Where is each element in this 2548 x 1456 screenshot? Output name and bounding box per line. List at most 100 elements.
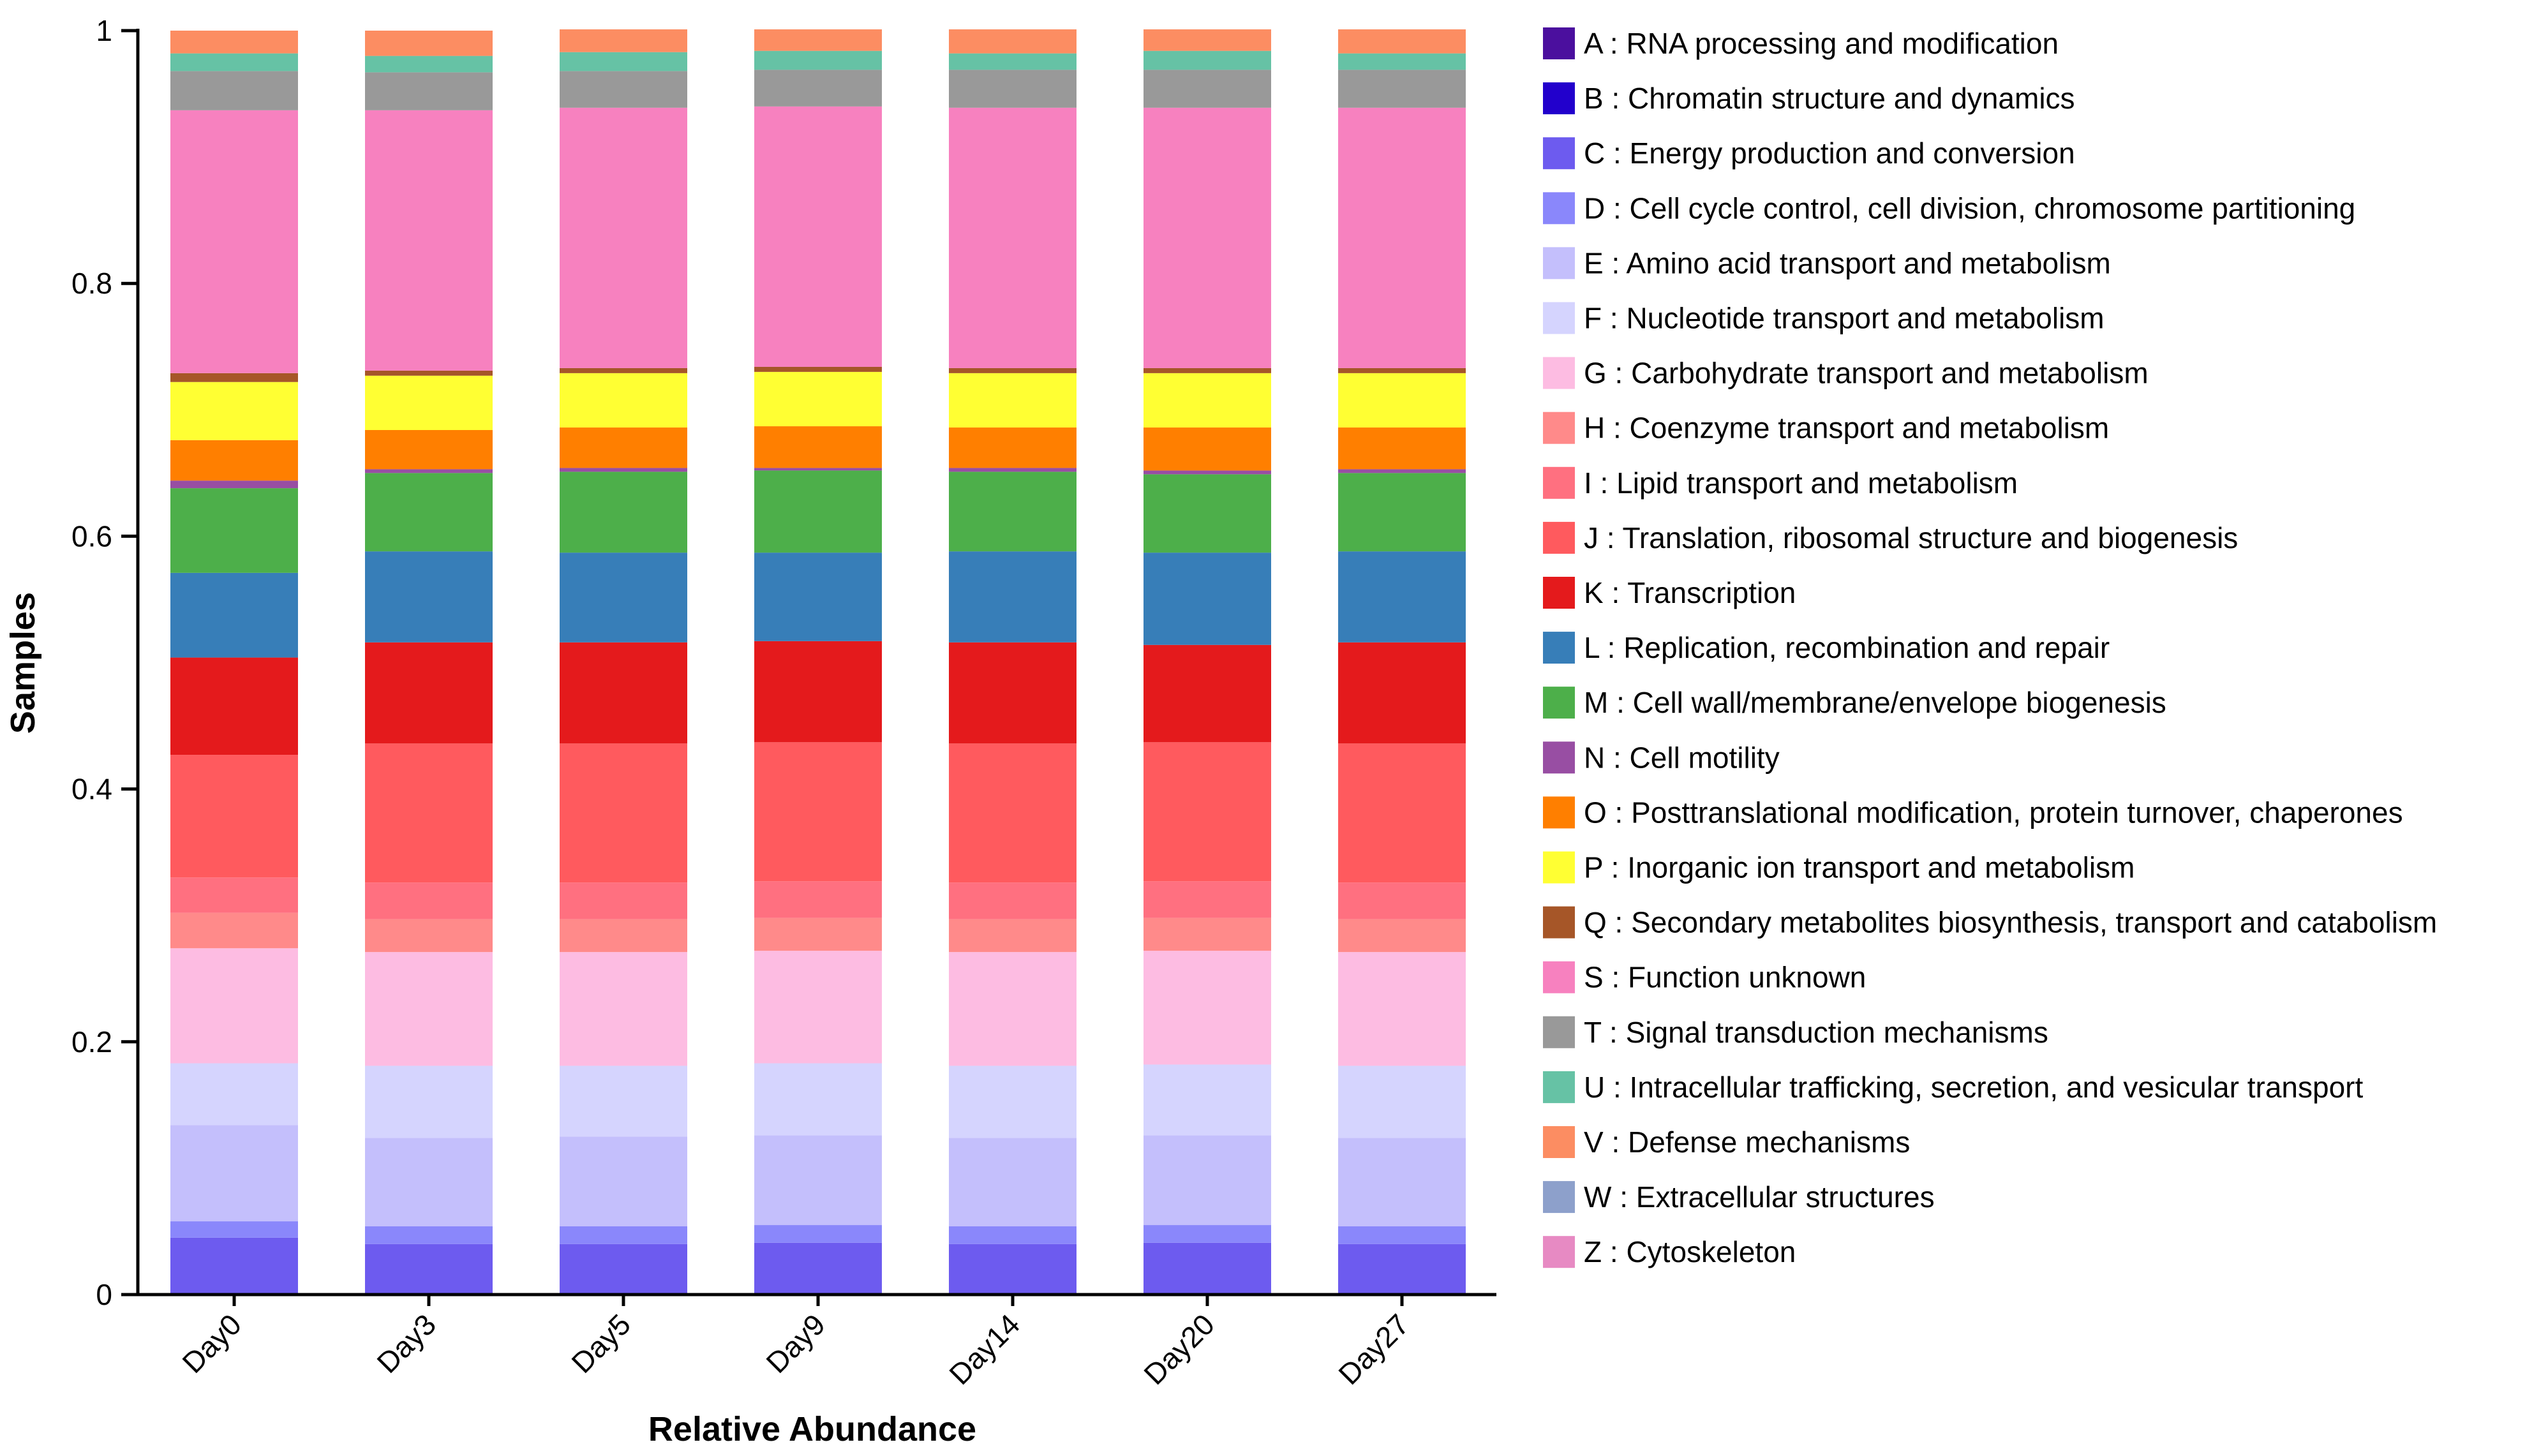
bar-segment-q-day5 bbox=[560, 368, 687, 373]
legend-swatch bbox=[1543, 632, 1575, 664]
bar-segment-m-day0 bbox=[170, 488, 298, 573]
bar-segment-u-day14 bbox=[949, 53, 1077, 70]
bar-segment-i-day20 bbox=[1144, 881, 1271, 918]
y-tick-label: 0 bbox=[96, 1278, 112, 1311]
bar-segment-v-day9 bbox=[754, 29, 882, 51]
bar-segment-s-day27 bbox=[1338, 107, 1466, 368]
bar-segment-d-day14 bbox=[949, 1226, 1077, 1244]
legend-label: Q : Secondary metabolites biosynthesis, … bbox=[1584, 906, 2437, 939]
bar-segment-t-day0 bbox=[170, 71, 298, 110]
bar-segment-s-day9 bbox=[754, 106, 882, 367]
bar-segment-t-day9 bbox=[754, 70, 882, 107]
bar-segment-l-day3 bbox=[365, 551, 493, 643]
bar-segment-c-day14 bbox=[949, 1244, 1077, 1295]
bar-segment-d-day0 bbox=[170, 1221, 298, 1238]
bar-segment-d-day20 bbox=[1144, 1225, 1271, 1243]
legend-label: U : Intracellular trafficking, secretion… bbox=[1584, 1071, 2363, 1104]
x-tick-label: Day3 bbox=[370, 1307, 442, 1379]
legend-swatch bbox=[1543, 82, 1575, 115]
y-tick-label: 1 bbox=[96, 14, 112, 47]
y-tick-label: 0.6 bbox=[71, 519, 112, 553]
x-tick-label: Day0 bbox=[175, 1307, 248, 1379]
bar-segment-i-day5 bbox=[560, 882, 687, 919]
legend-label: H : Coenzyme transport and metabolism bbox=[1584, 412, 2109, 445]
bar-segment-v-day20 bbox=[1144, 29, 1271, 51]
legend-item: C : Energy production and conversion bbox=[1543, 137, 2075, 170]
bar-segment-l-day27 bbox=[1338, 551, 1466, 643]
bar-segment-p-day27 bbox=[1338, 373, 1466, 428]
bar-segment-s-day20 bbox=[1144, 107, 1271, 368]
legend-label: N : Cell motility bbox=[1584, 741, 1780, 774]
bar-segment-e-day14 bbox=[949, 1138, 1077, 1227]
bar-segment-k-day20 bbox=[1144, 644, 1271, 743]
bar-stack-day0 bbox=[170, 31, 298, 1295]
bar-segment-k-day3 bbox=[365, 642, 493, 744]
bar-segment-l-day9 bbox=[754, 553, 882, 641]
legend-label: G : Carbohydrate transport and metabolis… bbox=[1584, 357, 2149, 390]
bar-segment-q-day0 bbox=[170, 373, 298, 382]
bar-segment-p-day3 bbox=[365, 375, 493, 430]
legend-item: N : Cell motility bbox=[1543, 741, 1780, 774]
bar-segment-p-day5 bbox=[560, 373, 687, 428]
x-tick-label: Day5 bbox=[565, 1307, 637, 1379]
bar-segment-k-day27 bbox=[1338, 642, 1466, 744]
bar-segment-u-day0 bbox=[170, 53, 298, 71]
bar-segment-f-day9 bbox=[754, 1063, 882, 1136]
bar-segment-j-day9 bbox=[754, 742, 882, 882]
bar-segment-i-day27 bbox=[1338, 882, 1466, 919]
bar-segment-n-day0 bbox=[170, 480, 298, 489]
legend-label: E : Amino acid transport and metabolism bbox=[1584, 246, 2111, 279]
legend-label: A : RNA processing and modification bbox=[1584, 27, 2059, 60]
legend-swatch bbox=[1543, 466, 1575, 499]
legend-label: B : Chromatin structure and dynamics bbox=[1584, 82, 2075, 115]
bar-segment-m-day3 bbox=[365, 473, 493, 552]
bar-segment-e-day20 bbox=[1144, 1135, 1271, 1226]
bar-segment-l-day5 bbox=[560, 553, 687, 643]
legend-label: W : Extracellular structures bbox=[1584, 1180, 1935, 1214]
bar-segment-c-day0 bbox=[170, 1237, 298, 1295]
bar-segment-s-day5 bbox=[560, 107, 687, 368]
legend-swatch bbox=[1543, 851, 1575, 884]
bar-segment-n-day9 bbox=[754, 468, 882, 471]
legend-swatch bbox=[1543, 357, 1575, 389]
x-tick-label: Day14 bbox=[942, 1307, 1026, 1391]
bar-segment-i-day0 bbox=[170, 877, 298, 913]
bar-segment-n-day3 bbox=[365, 469, 493, 473]
y-tick-label: 0.4 bbox=[71, 773, 112, 806]
bar-segment-h-day14 bbox=[949, 919, 1077, 953]
legend-item: T : Signal transduction mechanisms bbox=[1543, 1016, 2048, 1049]
legend-label: F : Nucleotide transport and metabolism bbox=[1584, 302, 2105, 335]
bar-segment-v-day0 bbox=[170, 31, 298, 54]
legend-item: K : Transcription bbox=[1543, 576, 1796, 609]
legend-item: I : Lipid transport and metabolism bbox=[1543, 466, 2018, 500]
bar-segment-d-day9 bbox=[754, 1225, 882, 1243]
bar-segment-q-day20 bbox=[1144, 368, 1271, 373]
bar-segment-c-day9 bbox=[754, 1242, 882, 1295]
bar-segment-n-day27 bbox=[1338, 469, 1466, 473]
bar-segment-f-day14 bbox=[949, 1066, 1077, 1138]
bar-segment-v-day14 bbox=[949, 29, 1077, 54]
bar-segment-g-day3 bbox=[365, 952, 493, 1066]
legend-item: P : Inorganic ion transport and metaboli… bbox=[1543, 851, 2135, 884]
bar-segment-h-day5 bbox=[560, 919, 687, 953]
bar-segment-k-day14 bbox=[949, 642, 1077, 744]
bar-segment-h-day27 bbox=[1338, 919, 1466, 953]
bar-stack-day27 bbox=[1338, 29, 1466, 1295]
bar-segment-o-day14 bbox=[949, 427, 1077, 468]
bar-segment-f-day27 bbox=[1338, 1066, 1466, 1138]
bar-segment-t-day3 bbox=[365, 72, 493, 110]
bar-segment-f-day3 bbox=[365, 1066, 493, 1138]
bar-segment-m-day20 bbox=[1144, 474, 1271, 553]
bar-segment-t-day5 bbox=[560, 71, 687, 108]
bar-segment-i-day9 bbox=[754, 881, 882, 918]
bar-segment-p-day20 bbox=[1144, 373, 1271, 428]
bar-segment-o-day27 bbox=[1338, 427, 1466, 470]
bar-segment-j-day5 bbox=[560, 743, 687, 883]
bar-segment-d-day5 bbox=[560, 1226, 687, 1244]
legend-label: I : Lipid transport and metabolism bbox=[1584, 466, 2018, 500]
bar-segment-u-day5 bbox=[560, 52, 687, 71]
x-tick-label: Day20 bbox=[1137, 1307, 1221, 1391]
legend-label: V : Defense mechanisms bbox=[1584, 1125, 1910, 1159]
y-axis-title: Samples bbox=[4, 592, 42, 734]
